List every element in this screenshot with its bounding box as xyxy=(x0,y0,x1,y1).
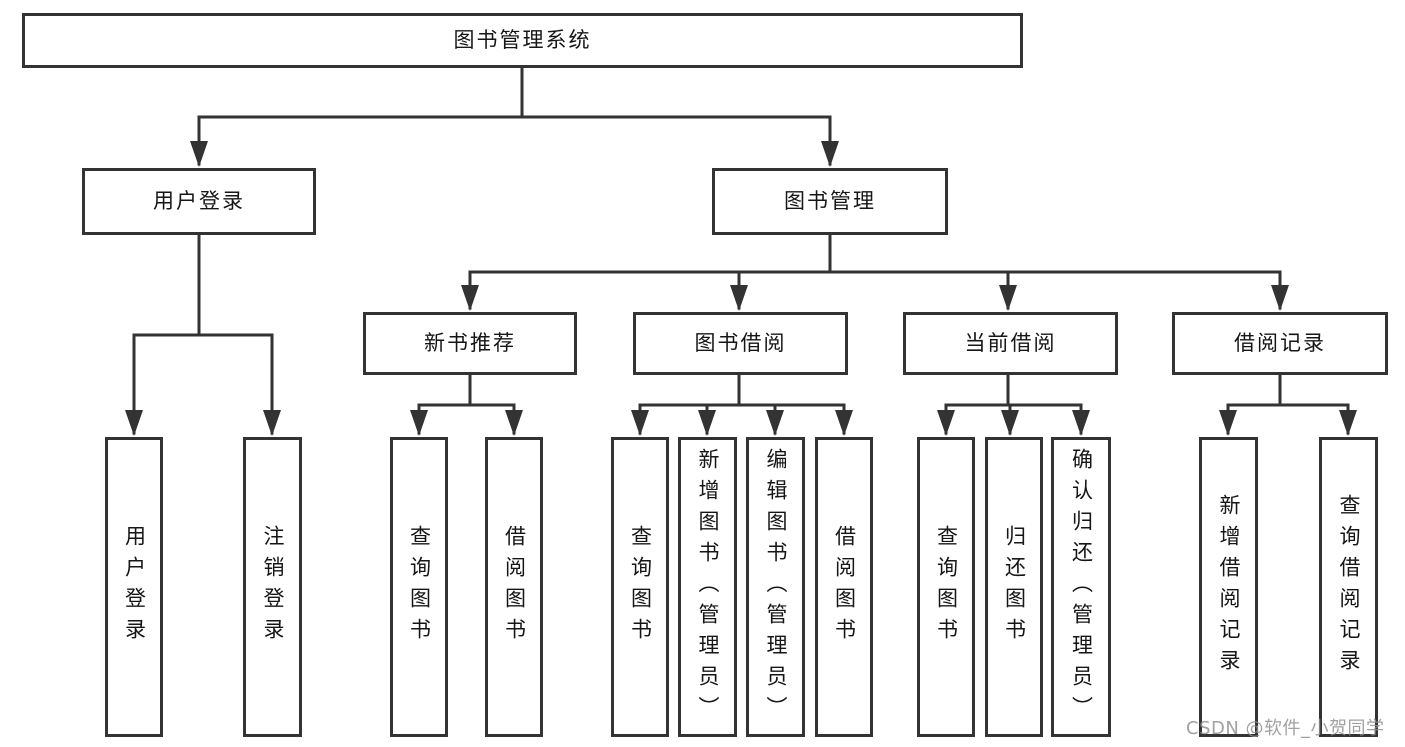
node-label: 新增借阅记录 xyxy=(1217,494,1241,680)
node-label: 借阅图书 xyxy=(832,525,857,649)
node-label: 图书管理系统 xyxy=(453,28,592,52)
arrow-icon xyxy=(125,410,143,436)
watermark: CSDN @软件_小贺同学 xyxy=(1186,718,1385,739)
node-label: 查询图书 xyxy=(934,525,959,649)
arrow-icon xyxy=(1072,410,1090,436)
node-label: 查询图书 xyxy=(628,525,653,649)
leaf-return-book: 归还图书 xyxy=(985,437,1043,737)
leaf-query-book-2: 查询图书 xyxy=(611,437,669,737)
node-label: 借阅记录 xyxy=(1234,331,1326,355)
arrow-icon xyxy=(766,410,784,436)
arrow-icon xyxy=(1339,410,1357,436)
leaf-edit-book-admin: 编辑图书（管理员） xyxy=(746,437,805,737)
node-label: 归还图书 xyxy=(1002,525,1027,649)
arrow-icon xyxy=(999,285,1017,311)
arrow-icon xyxy=(821,141,839,167)
node-label: 当前借阅 xyxy=(964,331,1057,355)
arrow-icon xyxy=(263,410,281,436)
arrow-icon xyxy=(835,410,853,436)
node-label: 编辑图书（管理员） xyxy=(764,447,788,727)
leaf-add-borrow-record: 新增借阅记录 xyxy=(1199,437,1258,737)
leaf-borrow-book-2: 借阅图书 xyxy=(815,437,873,737)
arrow-icon xyxy=(1001,410,1019,436)
leaf-borrow-book-1: 借阅图书 xyxy=(485,437,543,737)
node-user-login: 用户登录 xyxy=(82,168,316,235)
leaf-query-borrow-record: 查询借阅记录 xyxy=(1319,437,1378,737)
leaf-confirm-return-admin: 确认归还（管理员） xyxy=(1051,437,1111,737)
node-label: 新书推荐 xyxy=(424,331,516,355)
arrow-icon xyxy=(461,285,479,311)
leaf-query-book-1: 查询图书 xyxy=(390,437,448,737)
node-label: 图书管理 xyxy=(784,189,876,213)
node-label: 借阅图书 xyxy=(502,525,527,649)
node-new-book-recommend: 新书推荐 xyxy=(363,312,577,375)
arrow-icon xyxy=(698,410,716,436)
arrow-icon xyxy=(1271,285,1289,311)
arrow-icon xyxy=(937,410,955,436)
leaf-logout: 注销登录 xyxy=(243,437,302,737)
arrow-icon xyxy=(631,410,649,436)
node-book-borrow: 图书借阅 xyxy=(633,312,848,375)
node-label: 查询借阅记录 xyxy=(1337,494,1361,680)
node-current-borrow: 当前借阅 xyxy=(903,312,1118,375)
node-label: 注销登录 xyxy=(261,525,285,649)
node-borrow-records: 借阅记录 xyxy=(1172,312,1388,375)
leaf-user-login: 用户登录 xyxy=(105,437,163,737)
node-label: 用户登录 xyxy=(153,189,245,213)
node-label: 新增图书（管理员） xyxy=(696,447,720,727)
arrow-icon xyxy=(190,141,208,167)
arrow-icon xyxy=(1219,410,1237,436)
arrow-icon xyxy=(410,410,428,436)
node-label: 查询图书 xyxy=(407,525,432,649)
leaf-query-book-3: 查询图书 xyxy=(917,437,975,737)
node-library-management-system: 图书管理系统 xyxy=(22,13,1023,68)
arrow-icon xyxy=(730,285,748,311)
arrow-icon xyxy=(505,410,523,436)
node-label: 确认归还（管理员） xyxy=(1069,447,1094,727)
leaf-add-book-admin: 新增图书（管理员） xyxy=(678,437,737,737)
node-book-management: 图书管理 xyxy=(712,168,948,235)
node-label: 图书借阅 xyxy=(694,331,787,355)
node-label: 用户登录 xyxy=(122,525,147,649)
